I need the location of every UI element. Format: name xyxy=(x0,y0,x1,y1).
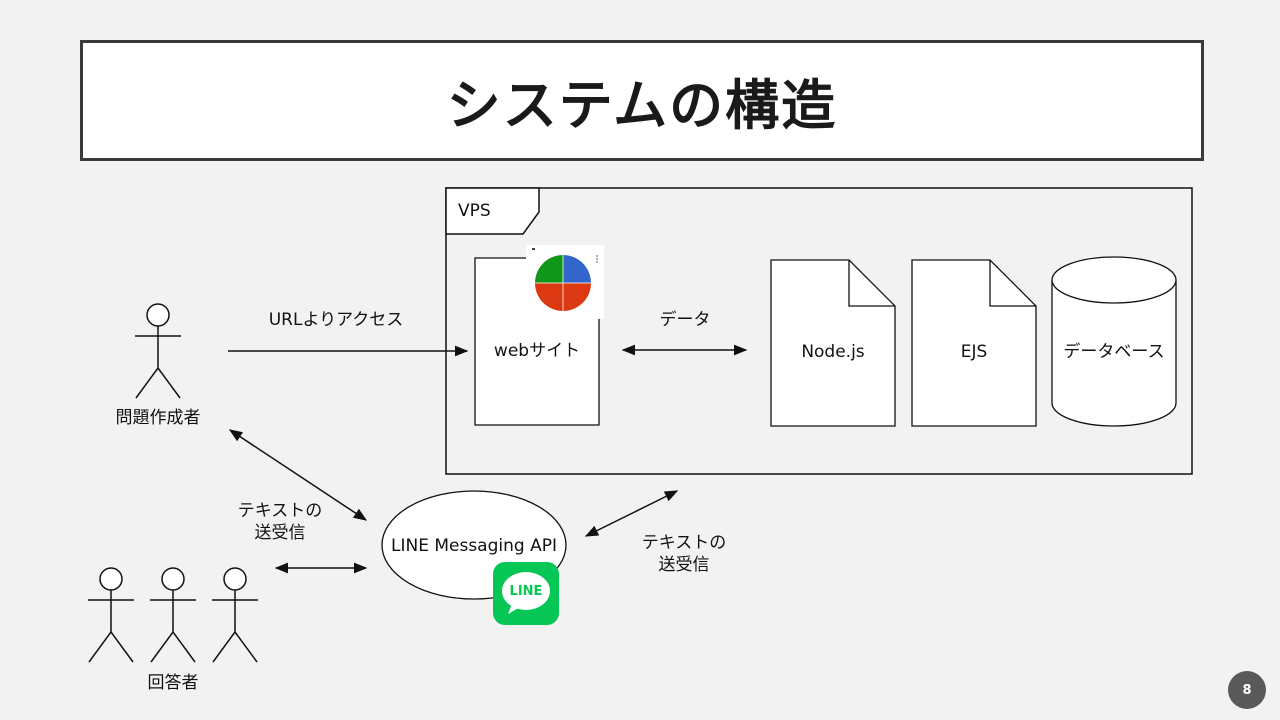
question-creator-label: 問題作成者 xyxy=(115,408,201,428)
text-exchange-left-label: テキストの 送受信 xyxy=(220,500,340,544)
text-exchange-right-label: テキストの 送受信 xyxy=(624,532,744,576)
ejs-label: EJS xyxy=(960,342,988,362)
line-api-label: LINE Messaging API xyxy=(391,536,557,556)
database-cylinder xyxy=(1051,256,1177,427)
line-logo-text: LINE xyxy=(509,584,543,599)
creator-line-arrow xyxy=(228,429,368,521)
question-creator-figure xyxy=(135,303,181,399)
database-label: データベース xyxy=(1063,342,1165,362)
respondent-figure xyxy=(150,567,196,663)
vps-tab xyxy=(445,187,540,235)
vps-container xyxy=(445,187,1193,475)
website-label: webサイト xyxy=(493,341,581,361)
pie-chart-thumbnail xyxy=(526,245,604,319)
data-label: データ xyxy=(659,310,711,330)
line-vps-arrow xyxy=(584,490,679,537)
respondent-figure xyxy=(212,567,258,663)
ejs-document-shape xyxy=(911,259,1037,427)
text-exchange-right-line2: 送受信 xyxy=(658,555,710,575)
url-access-label: URLよりアクセス xyxy=(268,310,404,330)
line-logo xyxy=(493,562,559,625)
nodejs-label: Node.js xyxy=(801,342,865,362)
nodejs-document-shape xyxy=(770,259,896,427)
text-exchange-right-line1: テキストの xyxy=(641,533,727,553)
text-exchange-left-line1: テキストの xyxy=(237,501,323,521)
respondents-label: 回答者 xyxy=(147,673,199,693)
slide-title: システムの構造 xyxy=(446,74,838,137)
text-exchange-left-line2: 送受信 xyxy=(254,523,306,543)
pie-slice-blue xyxy=(563,255,591,283)
title-box: システムの構造 xyxy=(80,40,1204,161)
vps-label: VPS xyxy=(458,201,491,221)
respondent-figure xyxy=(88,567,134,663)
page-number-badge: 8 xyxy=(1228,671,1266,709)
pie-slice-green xyxy=(535,255,563,283)
